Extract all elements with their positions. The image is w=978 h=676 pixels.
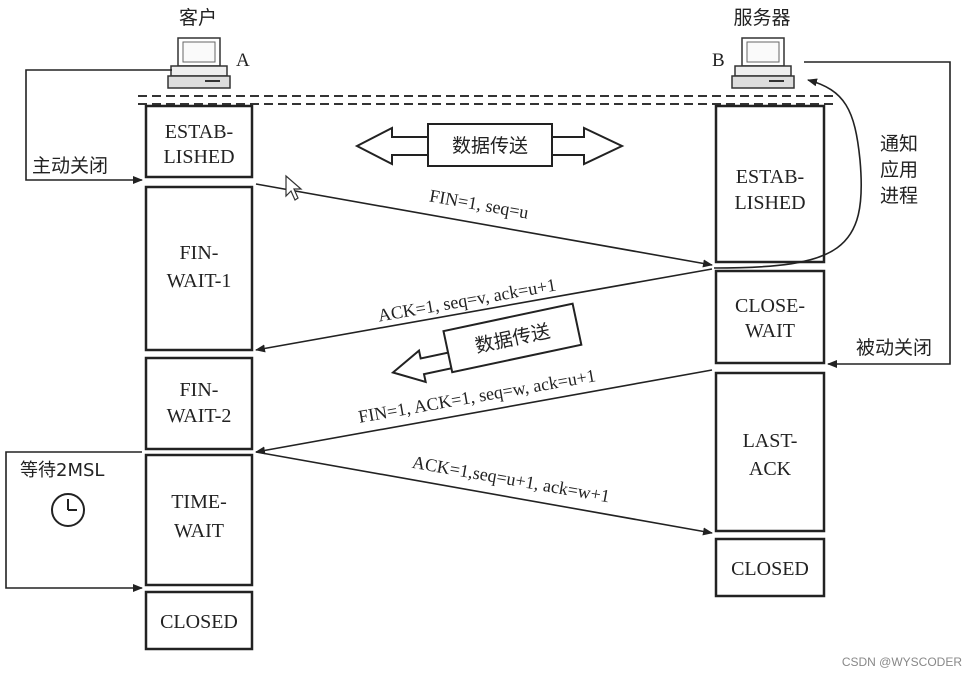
passive-close-label: 被动关闭 xyxy=(856,337,932,359)
server-state-established: ESTAB- LISHED xyxy=(714,104,826,264)
state-label: CLOSE- xyxy=(735,295,805,317)
message-label-final-ack: ACK=1,seq=u+1, ack=w+1 xyxy=(411,452,612,506)
wait-2msl-label: 等待2MSL xyxy=(20,460,104,481)
client-state-fin-wait-2: FIN- WAIT-2 xyxy=(144,356,254,451)
client-title: 客户 xyxy=(179,7,217,29)
state-label: ESTAB- xyxy=(165,121,233,143)
data-transfer-left-arrow: 数据传送 xyxy=(390,302,583,384)
client-state-closed: CLOSED xyxy=(144,590,254,651)
notify-app-label-line1: 通知 xyxy=(880,133,918,155)
server-state-last-ack: LAST- ACK xyxy=(714,371,826,533)
state-label: LISHED xyxy=(163,146,234,168)
cursor-icon xyxy=(285,174,303,201)
state-label: WAIT-2 xyxy=(167,405,232,427)
state-label: ESTAB- xyxy=(736,166,804,188)
server-letter: B xyxy=(712,50,725,71)
data-transfer-label: 数据传送 xyxy=(452,135,528,157)
client-state-fin-wait-1: FIN- WAIT-1 xyxy=(144,185,254,352)
server-title: 服务器 xyxy=(733,7,790,29)
server-state-closed: CLOSED xyxy=(714,537,826,598)
client-letter: A xyxy=(236,50,250,71)
notify-app-label-line3: 进程 xyxy=(880,185,918,207)
message-arrow-fin-ack xyxy=(255,369,713,455)
state-label: CLOSED xyxy=(160,611,238,633)
active-close-path xyxy=(25,69,172,184)
message-arrow-ack xyxy=(255,268,713,353)
watermark: CSDN @WYSCODER xyxy=(842,655,963,669)
client-state-time-wait: TIME- WAIT xyxy=(144,453,254,587)
state-label: TIME- xyxy=(171,491,227,513)
notify-app-label-line2: 应用 xyxy=(880,159,918,181)
clock-icon xyxy=(51,493,85,527)
server-computer-icon xyxy=(731,37,795,89)
state-label: CLOSED xyxy=(731,558,809,580)
passive-close-path xyxy=(804,61,951,368)
notify-app-curve xyxy=(713,78,862,269)
state-label: FIN- xyxy=(180,379,219,401)
server-state-close-wait: CLOSE- WAIT xyxy=(714,269,826,365)
client-state-established: ESTAB- LISHED xyxy=(144,104,254,179)
state-label: LISHED xyxy=(734,192,805,214)
active-close-label: 主动关闭 xyxy=(32,155,108,177)
state-label: ACK xyxy=(749,458,792,480)
state-label: LAST- xyxy=(743,430,798,452)
message-label-fin-ack: FIN=1, ACK=1, seq=w, ack=u+1 xyxy=(357,365,597,426)
message-arrow-final-ack xyxy=(255,451,713,536)
wait-2msl-path xyxy=(5,451,143,592)
data-transfer-double-arrow: 数据传送 xyxy=(354,123,625,167)
message-arrow-fin xyxy=(255,183,713,268)
state-label: FIN- xyxy=(180,242,219,264)
state-label: WAIT xyxy=(174,520,224,542)
client-computer-icon xyxy=(167,37,231,89)
state-label: WAIT xyxy=(745,320,795,342)
state-label: WAIT-1 xyxy=(167,270,232,292)
